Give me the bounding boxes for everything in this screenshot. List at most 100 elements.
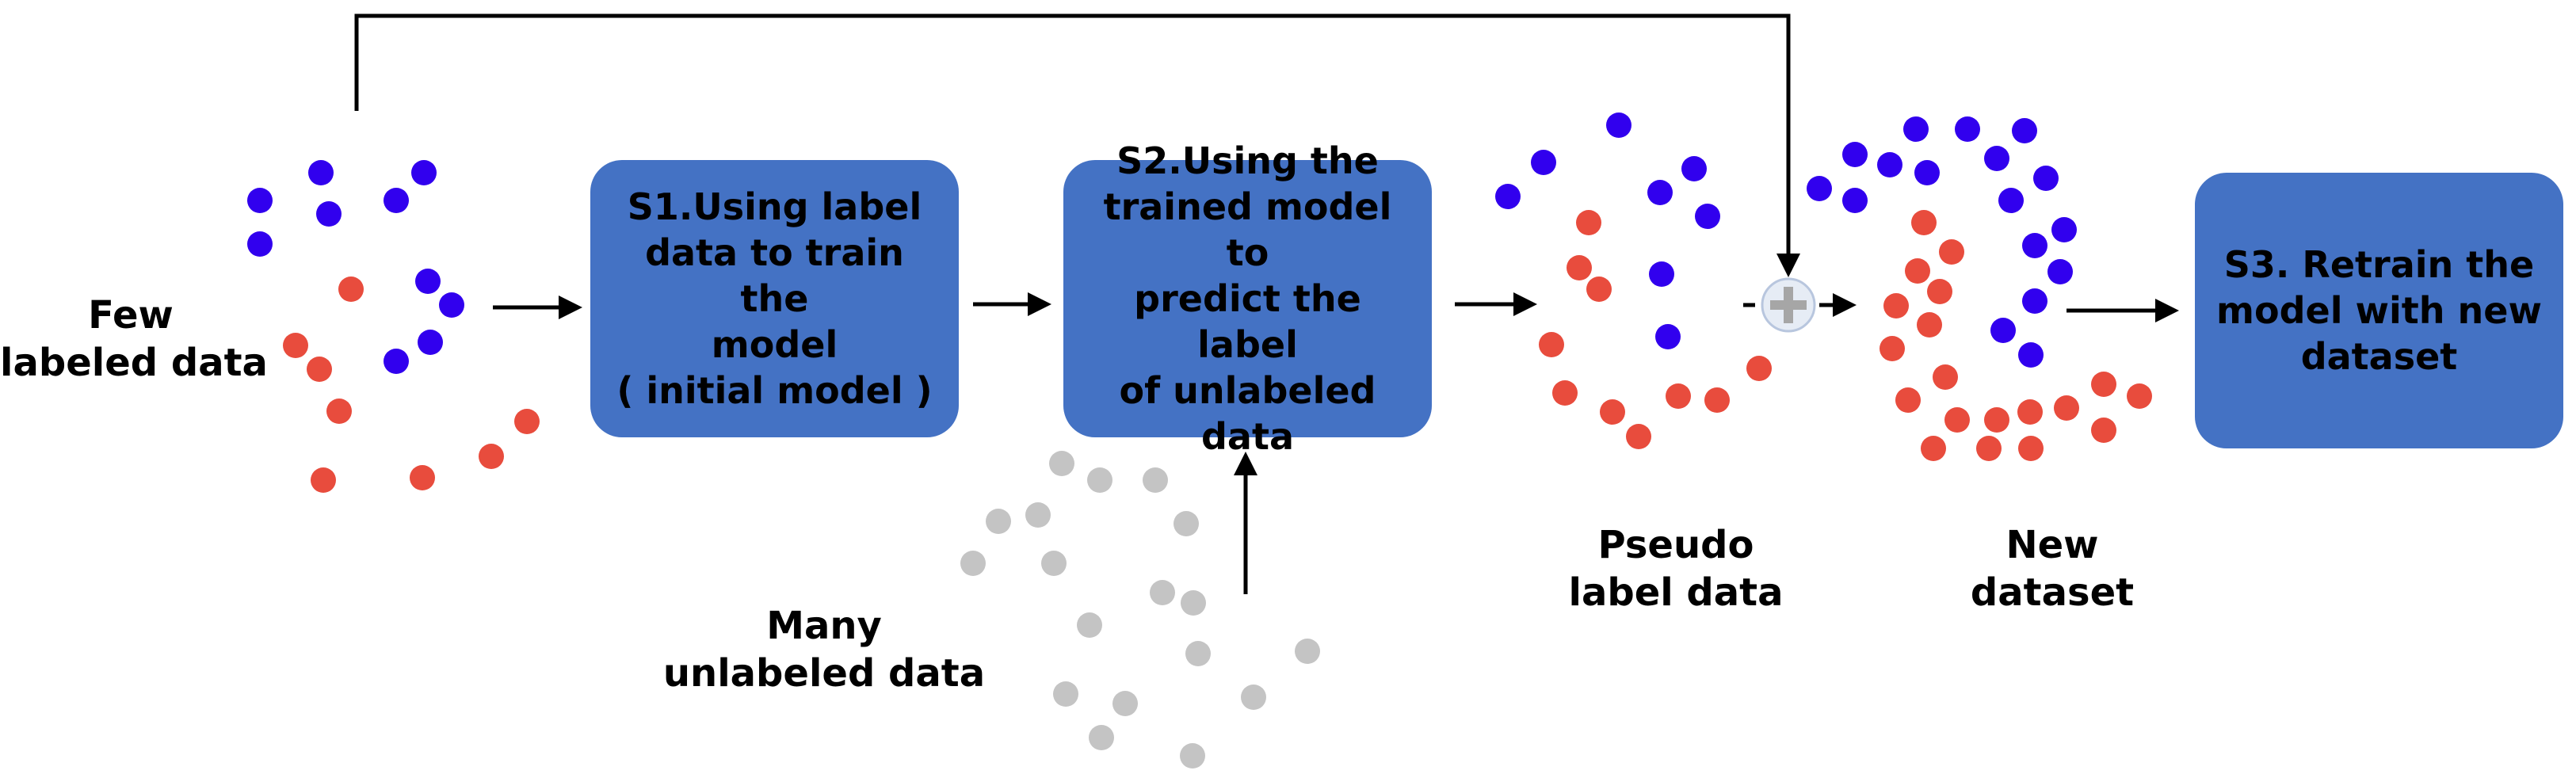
pseudo-dot-blue <box>1531 150 1556 175</box>
arrows-group <box>354 13 2179 594</box>
step-s3-box: S3. Retrain the model with new dataset <box>2195 173 2563 448</box>
new-dot-red <box>2091 372 2116 397</box>
pseudo-dot-blue <box>1647 180 1673 205</box>
s2-line-2: trained model to <box>1103 185 1392 274</box>
new-dot-red <box>2018 436 2044 461</box>
many-unlabeled-line-1: Many <box>766 604 882 648</box>
new-dot-red <box>1895 387 1921 413</box>
new-dot-red <box>2091 418 2116 443</box>
labeled-dot-red <box>307 357 332 382</box>
unlabeled-dot-gray <box>1143 467 1168 493</box>
few-labeled-line-1: Few <box>88 293 174 338</box>
labeled-dot-blue <box>415 269 441 294</box>
new-dot-blue <box>1914 160 1940 185</box>
labeled-dot-blue <box>316 201 342 227</box>
new-dot-blue <box>1984 146 2009 171</box>
new-dot-blue <box>1842 188 1868 213</box>
pseudo-dot-blue <box>1681 156 1707 181</box>
labeled-dot-blue <box>418 330 443 355</box>
labeled-dot-red <box>338 276 364 302</box>
new-dot-blue <box>1807 176 1832 201</box>
pseudo-dot-red <box>1626 424 1651 449</box>
s1-line-2: data to train the <box>645 231 904 320</box>
unlabeled-dot-gray <box>1049 451 1074 476</box>
unlabeled-dot-gray <box>1181 590 1206 616</box>
pseudo-dot-blue <box>1495 184 1521 209</box>
new-dot-blue <box>1842 142 1868 167</box>
new-dot-red <box>1921 436 1946 461</box>
unlabeled-dot-gray <box>1077 612 1102 638</box>
plus-circle-icon <box>1761 277 1816 333</box>
new-dot-blue <box>1998 188 2024 213</box>
few-labeled-label: Few labeled data <box>0 292 268 387</box>
new-dot-red <box>1880 336 1905 361</box>
unlabeled-dot-gray <box>986 509 1011 534</box>
pseudo-dot-red <box>1600 399 1625 425</box>
unlabeled-dot-gray <box>960 551 986 576</box>
unlabeled-dot-gray <box>1241 685 1266 710</box>
step-s2-box: S2.Using the trained model to predict th… <box>1063 139 1432 458</box>
pseudo-dot-red <box>1704 387 1730 413</box>
new-dot-red <box>1939 239 1964 265</box>
s2-line-3: predict the label <box>1134 277 1361 366</box>
pseudo-dot-red <box>1576 210 1601 235</box>
unlabeled-dot-gray <box>1174 511 1199 536</box>
new-dataset-line-2: dataset <box>1970 570 2135 615</box>
dots-group <box>247 113 2152 768</box>
new-dot-red <box>1984 407 2009 433</box>
new-dot-red <box>2054 395 2079 421</box>
new-dot-blue <box>1877 152 1902 177</box>
s2-line-1: S2.Using the <box>1116 139 1379 182</box>
new-dot-red <box>2127 383 2152 409</box>
labeled-dot-red <box>514 409 540 434</box>
pseudo-dot-blue <box>1655 324 1681 349</box>
s3-line-1: S3. Retrain the <box>2223 243 2535 286</box>
s1-line-1: S1.Using label <box>627 185 922 228</box>
labeled-dot-blue <box>247 231 273 257</box>
arrow-labeled-to-combine <box>354 13 1800 277</box>
new-dot-blue <box>2051 217 2077 242</box>
pseudo-dot-red <box>1666 383 1691 409</box>
labeled-dot-blue <box>411 160 437 185</box>
new-dot-red <box>1927 279 1952 304</box>
new-dot-red <box>1883 293 1909 318</box>
pseudo-label-line-1: Pseudo <box>1597 523 1754 567</box>
pseudo-dot-blue <box>1606 113 1631 138</box>
labeled-dot-blue <box>384 188 409 213</box>
new-dot-red <box>1911 210 1937 235</box>
new-dot-blue <box>1955 116 1980 142</box>
new-dot-blue <box>1903 116 1929 142</box>
unlabeled-dot-gray <box>1041 551 1067 576</box>
pseudo-label-label: Pseudo label data <box>1545 521 1807 616</box>
new-dot-red <box>1944 407 1970 433</box>
unlabeled-dot-gray <box>1180 743 1205 768</box>
pseudo-dot-red <box>1552 380 1578 406</box>
s2-line-5: data <box>1201 415 1294 458</box>
few-labeled-line-2: labeled data <box>0 341 268 385</box>
many-unlabeled-label: Many unlabeled data <box>658 602 990 697</box>
pseudo-dot-red <box>1746 356 1772 381</box>
labeled-dot-red <box>410 465 435 490</box>
new-dot-blue <box>2022 233 2047 258</box>
new-dot-blue <box>2033 166 2059 191</box>
new-dataset-label: New dataset <box>1933 521 2171 616</box>
new-dot-blue <box>2047 259 2073 284</box>
step-s1-box: S1.Using label data to train the model (… <box>590 160 959 437</box>
new-dot-blue <box>1990 318 2016 343</box>
unlabeled-dot-gray <box>1053 681 1078 707</box>
labeled-dot-blue <box>384 349 409 374</box>
unlabeled-dot-gray <box>1087 467 1112 493</box>
many-unlabeled-line-2: unlabeled data <box>662 651 986 696</box>
pseudo-dot-red <box>1567 255 1592 280</box>
pseudo-dot-blue <box>1695 204 1720 229</box>
unlabeled-dot-gray <box>1185 641 1211 666</box>
pseudo-dot-blue <box>1649 261 1674 287</box>
new-dot-blue <box>2022 288 2047 314</box>
s1-line-3: model <box>711 323 838 366</box>
labeled-dot-blue <box>308 160 334 185</box>
new-dot-blue <box>2012 118 2037 143</box>
new-dot-red <box>1905 258 1930 284</box>
s1-line-4: ( initial model ) <box>616 369 933 412</box>
new-dot-red <box>1976 436 2002 461</box>
